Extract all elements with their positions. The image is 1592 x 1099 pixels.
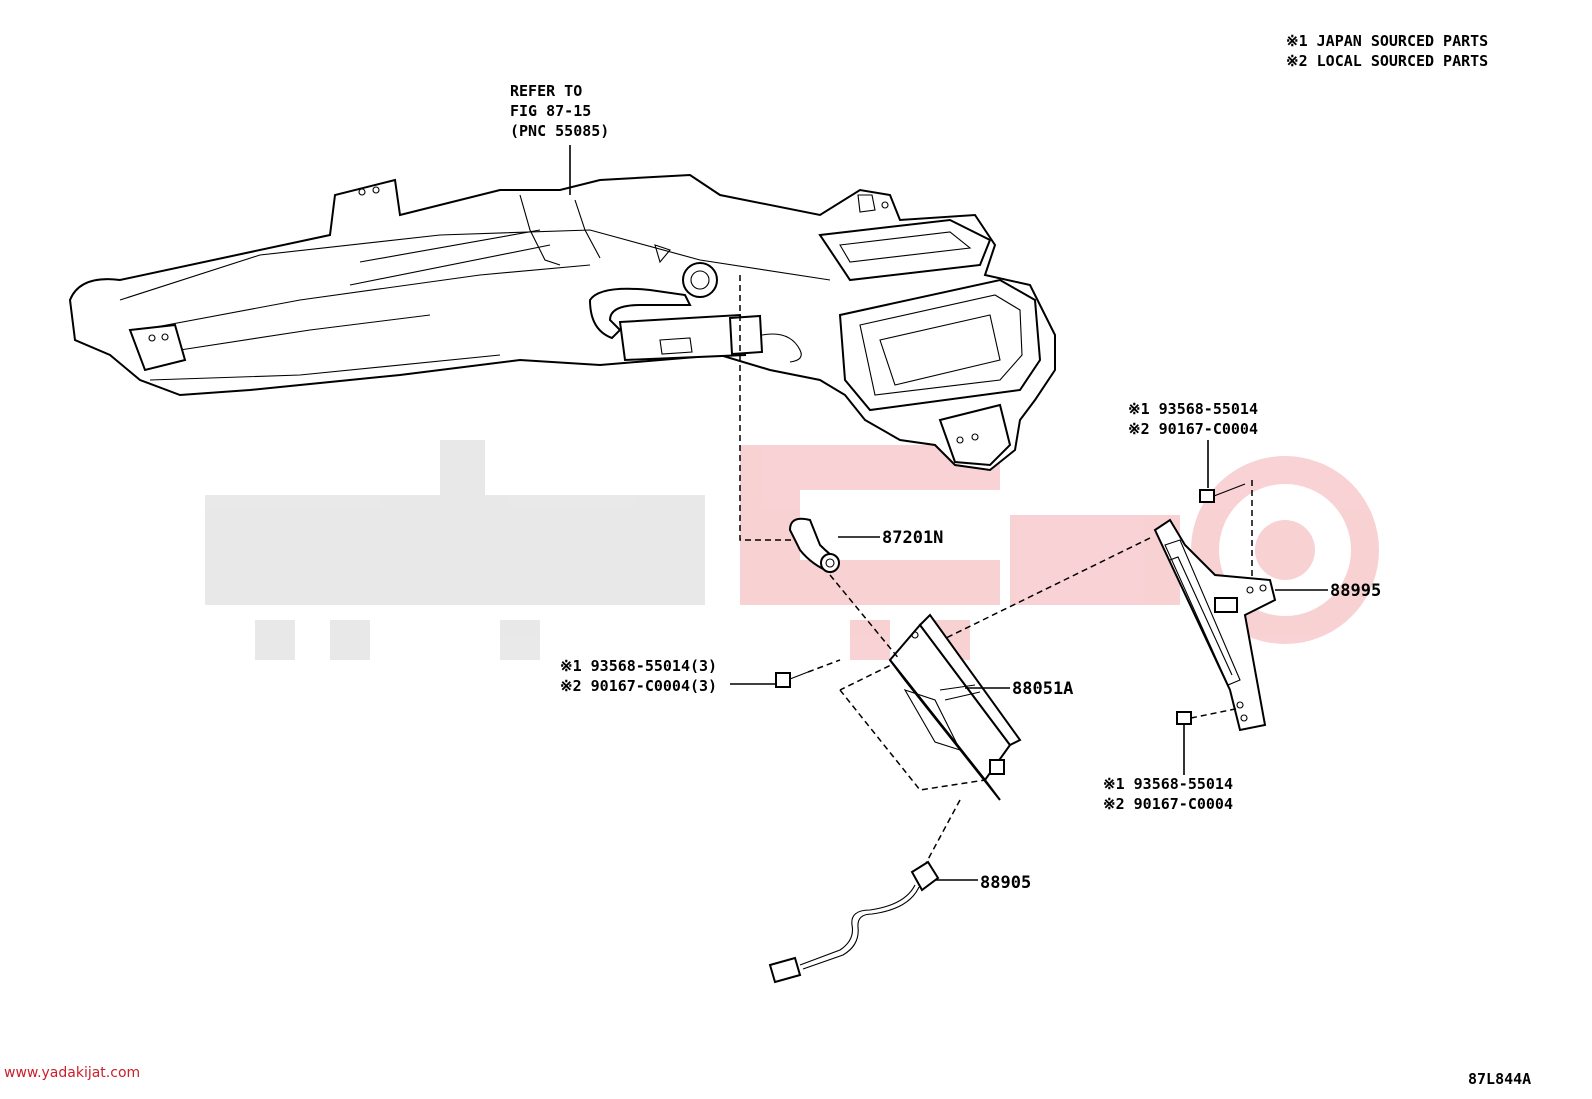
bolt-top-line-2: ※2 90167-C0004 bbox=[1128, 420, 1258, 438]
bolt-left-line-1: ※1 93568-55014(3) bbox=[560, 657, 717, 675]
part-label-88905: 88905 bbox=[980, 873, 1031, 893]
figure-code: 87L844A bbox=[1468, 1070, 1531, 1088]
bolt-top-line-1: ※1 93568-55014 bbox=[1128, 400, 1258, 418]
sensor-88051A bbox=[888, 613, 1022, 801]
hose-elbow-87201N bbox=[788, 517, 840, 574]
part-label-87201N: 87201N bbox=[882, 528, 943, 548]
watermark-site: www.yadakijat.com bbox=[4, 1065, 140, 1081]
wire-harness-88905 bbox=[768, 860, 940, 984]
bracket-88995 bbox=[1153, 518, 1277, 732]
bolt-bottom-line-2: ※2 90167-C0004 bbox=[1103, 795, 1233, 813]
bolt-bottom-right bbox=[1176, 707, 1241, 725]
refer-line-1: REFER TO bbox=[510, 82, 582, 100]
bolt-top-right bbox=[1199, 483, 1246, 503]
legend-line-1: ※1 JAPAN SOURCED PARTS bbox=[1286, 32, 1488, 50]
bolt-bottom-line-1: ※1 93568-55014 bbox=[1103, 775, 1233, 793]
legend-line-2: ※2 LOCAL SOURCED PARTS bbox=[1286, 52, 1488, 70]
bolt-left-line-2: ※2 90167-C0004(3) bbox=[560, 677, 717, 695]
refer-line-2: FIG 87-15 bbox=[510, 102, 591, 120]
refer-line-3: (PNC 55085) bbox=[510, 122, 609, 140]
part-label-88995: 88995 bbox=[1330, 581, 1381, 601]
air-duct-assembly bbox=[68, 173, 1056, 472]
bolt-left bbox=[775, 659, 841, 688]
part-label-88051A: 88051A bbox=[1012, 679, 1073, 699]
